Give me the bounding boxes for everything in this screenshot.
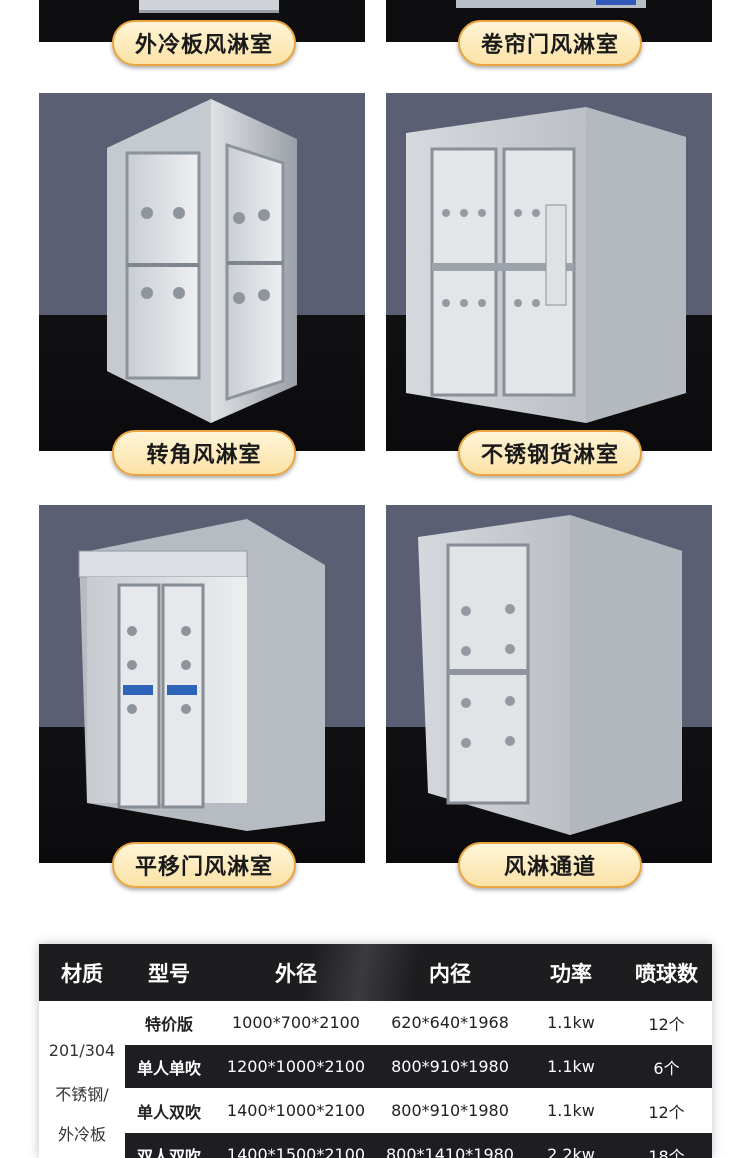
cell-model: 特价版 [144, 1014, 193, 1034]
cell-power: 1.1kw [547, 1013, 595, 1032]
table-row: 单人单吹 1200*1000*2100 800*910*1980 1.1kw 6… [125, 1045, 712, 1088]
header-outer-size: 外径 [275, 961, 317, 986]
product-photo [456, 0, 646, 8]
cell-power: 1.1kw [547, 1101, 595, 1120]
cell-inner: 620*640*1968 [391, 1013, 509, 1032]
product-label: 不锈钢货淋室 [458, 430, 642, 476]
material-line: 201/304 [48, 1041, 116, 1060]
table-header: 材质 型号 外径 内径 功率 喷球数 [39, 944, 712, 1001]
material-line: 不锈钢/ [55, 1085, 109, 1104]
cell-nozzles: 18个 [648, 1146, 685, 1158]
product-photo [139, 0, 279, 13]
product-label: 风淋通道 [458, 842, 642, 888]
product-label: 卷帘门风淋室 [458, 20, 642, 66]
cell-model: 单人双吹 [136, 1102, 201, 1122]
cell-model: 单人单吹 [136, 1058, 201, 1078]
table-row: 双人双吹 1400*1500*2100 800*1410*1980 2.2kw … [125, 1133, 712, 1158]
product-image-shower-tunnel [386, 505, 712, 863]
product-image-sliding-door [39, 505, 365, 863]
cell-power: 2.2kw [547, 1145, 595, 1158]
product-label: 转角风淋室 [112, 430, 296, 476]
cell-model: 双人双吹 [136, 1146, 201, 1158]
cell-inner: 800*910*1980 [391, 1057, 509, 1076]
material-cell: 201/304 不锈钢/ 外冷板 [39, 1001, 125, 1158]
cell-outer: 1000*700*2100 [232, 1013, 360, 1032]
cell-power: 1.1kw [547, 1057, 595, 1076]
product-label: 外冷板风淋室 [112, 20, 296, 66]
material-line: 外冷板 [57, 1125, 106, 1144]
header-power: 功率 [550, 961, 592, 986]
spec-table: 材质 型号 外径 内径 功率 喷球数 201/304 不锈钢/ 外冷板 特价版 … [39, 944, 712, 1158]
product-image-cargo-shower [386, 93, 712, 451]
product-photo [107, 99, 297, 423]
cell-outer: 1200*1000*2100 [226, 1057, 366, 1076]
table-row: 单人双吹 1400*1000*2100 800*910*1980 1.1kw 1… [125, 1089, 712, 1132]
cell-outer: 1400*1000*2100 [226, 1101, 366, 1120]
cell-inner: 800*910*1980 [391, 1101, 509, 1120]
product-image-corner-shower [39, 93, 365, 451]
product-photo [418, 515, 682, 835]
product-label: 平移门风淋室 [112, 842, 296, 888]
cell-nozzles: 6个 [653, 1058, 680, 1078]
cell-nozzles: 12个 [648, 1102, 685, 1122]
product-photo [78, 519, 325, 831]
header-material: 材质 [61, 961, 103, 986]
cell-nozzles: 12个 [648, 1014, 685, 1034]
cell-outer: 1400*1500*2100 [226, 1145, 366, 1158]
table-row: 特价版 1000*700*2100 620*640*1968 1.1kw 12个 [125, 1001, 712, 1044]
cell-inner: 800*1410*1980 [386, 1145, 514, 1158]
table-body: 201/304 不锈钢/ 外冷板 特价版 1000*700*2100 620*6… [39, 1001, 712, 1158]
product-photo [406, 107, 686, 423]
header-inner-size: 内径 [429, 961, 471, 986]
header-model: 型号 [148, 961, 190, 986]
header-nozzles: 喷球数 [635, 961, 698, 986]
